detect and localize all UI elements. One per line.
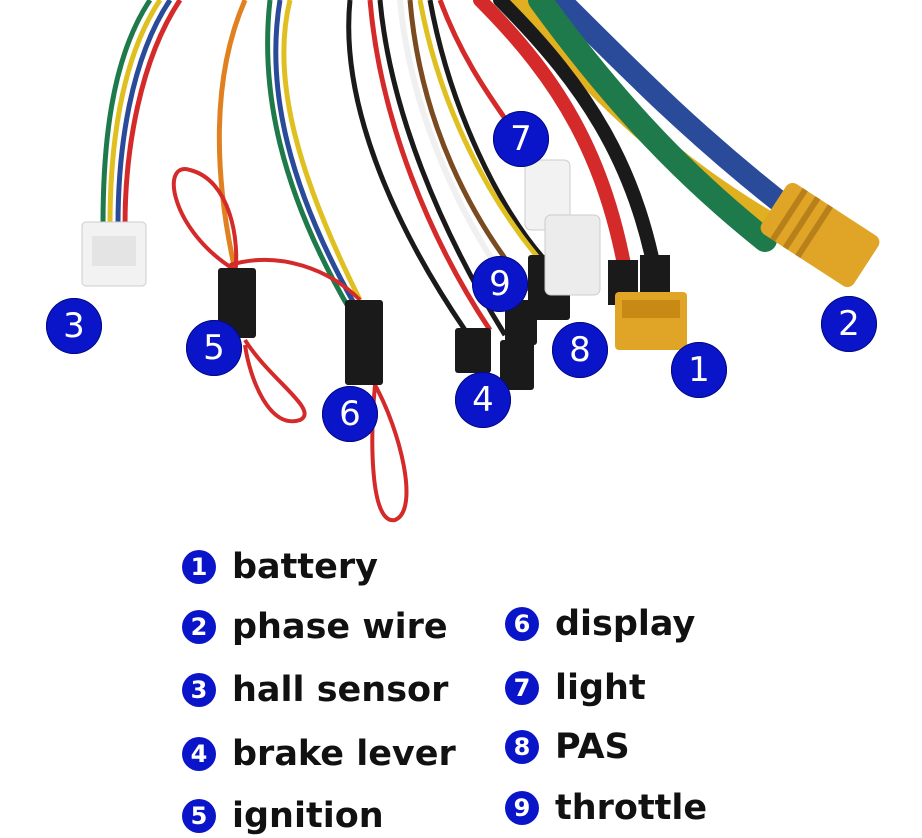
legend-label: throttle (555, 788, 708, 828)
phase-connector (760, 182, 880, 288)
legend-label: brake lever (232, 734, 456, 774)
legend-item-ignition: 5 ignition (182, 794, 384, 838)
legend-label: battery (232, 547, 378, 587)
display-loop (370, 384, 409, 523)
callout-badge-2: 2 (821, 296, 877, 352)
callout-badge-8: 8 (552, 322, 608, 378)
hall-sensor-wires (100, 0, 183, 226)
legend-number-badge: 5 (182, 799, 216, 833)
callout-badge-7: 7 (493, 111, 549, 167)
legend-item-phase-wire: 2 phase wire (182, 605, 448, 649)
legend-number-badge: 8 (505, 730, 539, 764)
legend-label: display (555, 604, 696, 644)
legend-item-light: 7 light (505, 666, 646, 710)
legend-item-battery: 1 battery (182, 545, 378, 589)
legend-number-badge: 3 (182, 673, 216, 707)
phase-wire-bundle (510, 0, 801, 252)
callout-badge-4: 4 (455, 372, 511, 428)
legend-item-throttle: 9 throttle (505, 786, 707, 830)
legend-label: ignition (232, 796, 384, 836)
hall-sensor-connector (81, 221, 147, 287)
legend-item-display: 6 display (505, 602, 695, 646)
light-connector (524, 159, 601, 296)
ignition-connector (218, 268, 256, 338)
legend-label: PAS (555, 727, 630, 767)
legend-item-pas: 8 PAS (505, 725, 630, 769)
callout-badge-3: 3 (46, 298, 102, 354)
legend-label: phase wire (232, 607, 448, 647)
callout-badge-1: 1 (671, 342, 727, 398)
legend-number-badge: 2 (182, 610, 216, 644)
legend-item-brake-lever: 4 brake lever (182, 732, 456, 776)
display-connector (345, 300, 383, 385)
legend-number-badge: 6 (505, 607, 539, 641)
callout-badge-6: 6 (322, 386, 378, 442)
legend-number-badge: 4 (182, 737, 216, 771)
battery-wires (473, 0, 667, 307)
legend-label: light (555, 668, 646, 708)
ignition-loop (171, 167, 362, 424)
legend-number-badge: 1 (182, 550, 216, 584)
legend-number-badge: 9 (505, 791, 539, 825)
battery-connector (608, 255, 687, 350)
legend-number-badge: 7 (505, 671, 539, 705)
callout-badge-9: 9 (472, 256, 528, 312)
callout-badge-5: 5 (186, 320, 242, 376)
brake-connectors (455, 328, 534, 390)
legend-label: hall sensor (232, 670, 449, 710)
legend-item-hall-sensor: 3 hall sensor (182, 668, 448, 712)
